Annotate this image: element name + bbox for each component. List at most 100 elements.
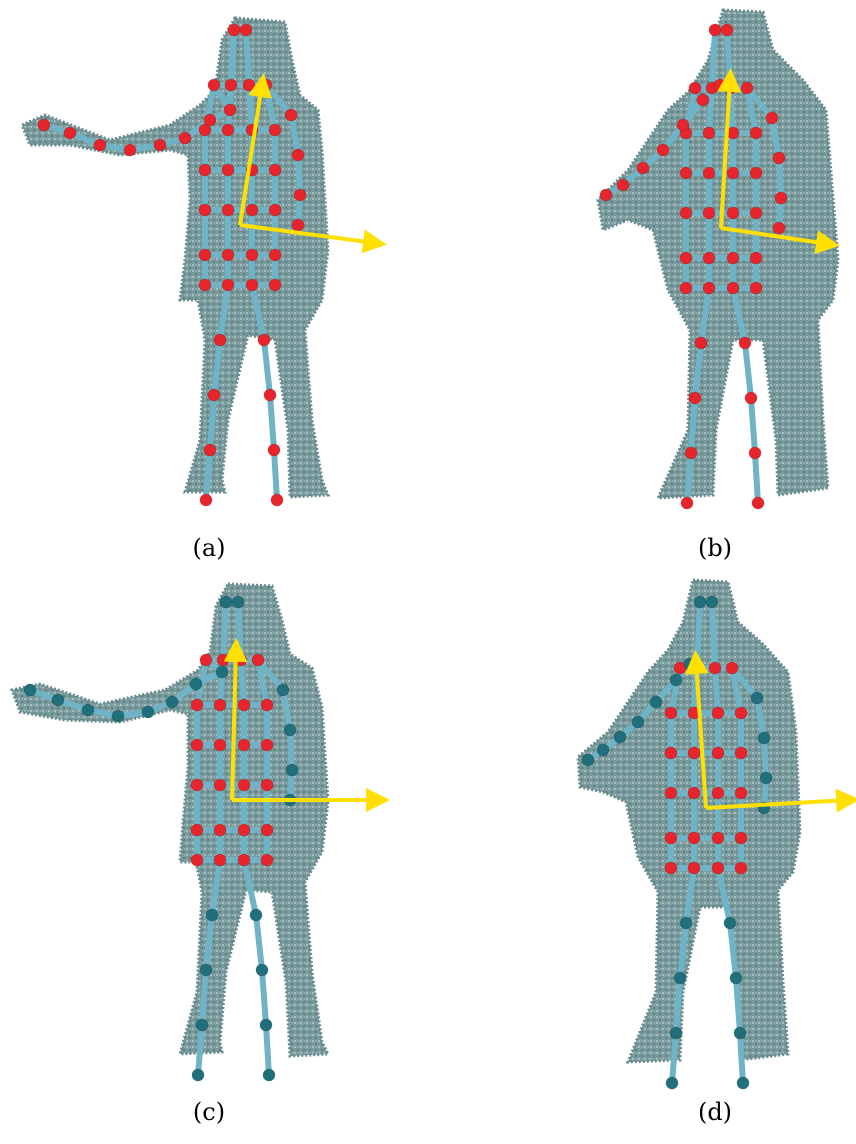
skeleton-joint — [712, 862, 724, 874]
skeleton-joint — [166, 696, 178, 708]
skeleton-joint — [240, 24, 252, 36]
figure-a-image — [0, 0, 428, 520]
skeleton-joint — [650, 696, 662, 708]
skeleton-joint — [238, 824, 250, 836]
skeleton-joint — [154, 139, 166, 151]
skeleton-joint — [232, 596, 244, 608]
skeleton-joint — [749, 447, 761, 459]
skeleton-joint — [190, 678, 202, 690]
skeleton-bone — [755, 453, 758, 503]
skeleton-joint — [286, 764, 298, 776]
skeleton-joint — [727, 282, 739, 294]
skeleton-joint — [52, 694, 64, 706]
skeleton-joint — [225, 79, 237, 91]
skeleton-joint — [703, 252, 715, 264]
skeleton-bone — [241, 660, 244, 705]
skeleton-joint — [670, 674, 682, 686]
figure-c-image — [0, 572, 428, 1092]
caption-c: (c) — [169, 1098, 249, 1126]
point-cloud-silhouette — [12, 584, 328, 1056]
skeleton-bone — [672, 1033, 676, 1083]
skeleton-joint — [294, 189, 306, 201]
skeleton-joint — [666, 1077, 678, 1089]
skeleton-joint — [124, 144, 136, 156]
skeleton-bone — [715, 668, 718, 713]
skeleton-joint — [191, 854, 203, 866]
skeleton-joint — [269, 164, 281, 176]
skeleton-joint — [214, 334, 226, 346]
skeleton-joint — [260, 1019, 272, 1031]
skeleton-bone — [691, 398, 695, 453]
skeleton-joint — [735, 787, 747, 799]
skeleton-joint — [727, 207, 739, 219]
skeleton-joint — [657, 144, 669, 156]
skeleton-joint — [204, 114, 216, 126]
skeleton-joint — [191, 824, 203, 836]
skeleton-joint — [735, 747, 747, 759]
point-cloud-silhouette — [578, 580, 800, 1062]
skeleton-joint — [269, 279, 281, 291]
skeleton-joint — [680, 167, 692, 179]
skeleton-joint — [697, 94, 709, 106]
figure-b-image — [428, 0, 856, 520]
skeleton-joint — [268, 444, 280, 456]
skeleton-joint — [734, 1027, 746, 1039]
skeleton-joint — [191, 699, 203, 711]
skeleton-joint — [246, 249, 258, 261]
skeleton-joint — [714, 79, 726, 91]
skeleton-bone — [697, 602, 700, 668]
panel-b: (b) — [428, 0, 856, 572]
skeleton-joint — [292, 219, 304, 231]
skeleton-joint — [741, 82, 753, 94]
skeleton-joint — [214, 824, 226, 836]
skeleton-joint — [224, 104, 236, 116]
skeleton-joint — [665, 747, 677, 759]
skeleton-joint — [214, 699, 226, 711]
skeleton-bone — [712, 602, 715, 668]
skeleton-joint — [745, 392, 757, 404]
skeleton-joint — [775, 192, 787, 204]
skeleton-joint — [750, 252, 762, 264]
skeleton-joint — [750, 167, 762, 179]
skeleton-joint — [204, 444, 216, 456]
skeleton-joint — [703, 282, 715, 294]
skeleton-joint — [614, 731, 626, 743]
skeleton-joint — [689, 392, 701, 404]
skeleton-joint — [199, 164, 211, 176]
skeleton-joint — [727, 252, 739, 264]
skeleton-joint — [38, 119, 50, 131]
skeleton-joint — [214, 779, 226, 791]
skeleton-joint — [94, 139, 106, 151]
skeleton-joint — [261, 824, 273, 836]
skeleton-joint — [64, 127, 76, 139]
skeleton-bone — [712, 30, 715, 88]
skeleton-joint — [706, 596, 718, 608]
skeleton-joint — [200, 654, 212, 666]
skeleton-bone — [223, 602, 226, 660]
skeleton-joint — [285, 109, 297, 121]
skeleton-bone — [264, 340, 270, 395]
skeleton-joint — [724, 917, 736, 929]
skeleton-joint — [261, 739, 273, 751]
skeleton-joint — [196, 1019, 208, 1031]
skeleton-joint — [216, 666, 228, 678]
skeleton-joint — [200, 964, 212, 976]
skeleton-joint — [727, 167, 739, 179]
skeleton-joint — [269, 204, 281, 216]
skeleton-bone — [727, 30, 730, 88]
skeleton-joint — [681, 497, 693, 509]
skeleton-joint — [703, 207, 715, 219]
skeleton-joint — [243, 79, 255, 91]
skeleton-joint — [665, 862, 677, 874]
skeleton-joint — [680, 207, 692, 219]
skeleton-joint — [271, 494, 283, 506]
caption-b: (b) — [675, 534, 755, 562]
skeleton-joint — [750, 127, 762, 139]
skeleton-joint — [228, 24, 240, 36]
skeleton-joint — [112, 710, 124, 722]
skeleton-joint — [735, 832, 747, 844]
skeleton-joint — [637, 162, 649, 174]
skeleton-joint — [680, 917, 692, 929]
skeleton-joint — [261, 699, 273, 711]
skeleton-joint — [752, 497, 764, 509]
